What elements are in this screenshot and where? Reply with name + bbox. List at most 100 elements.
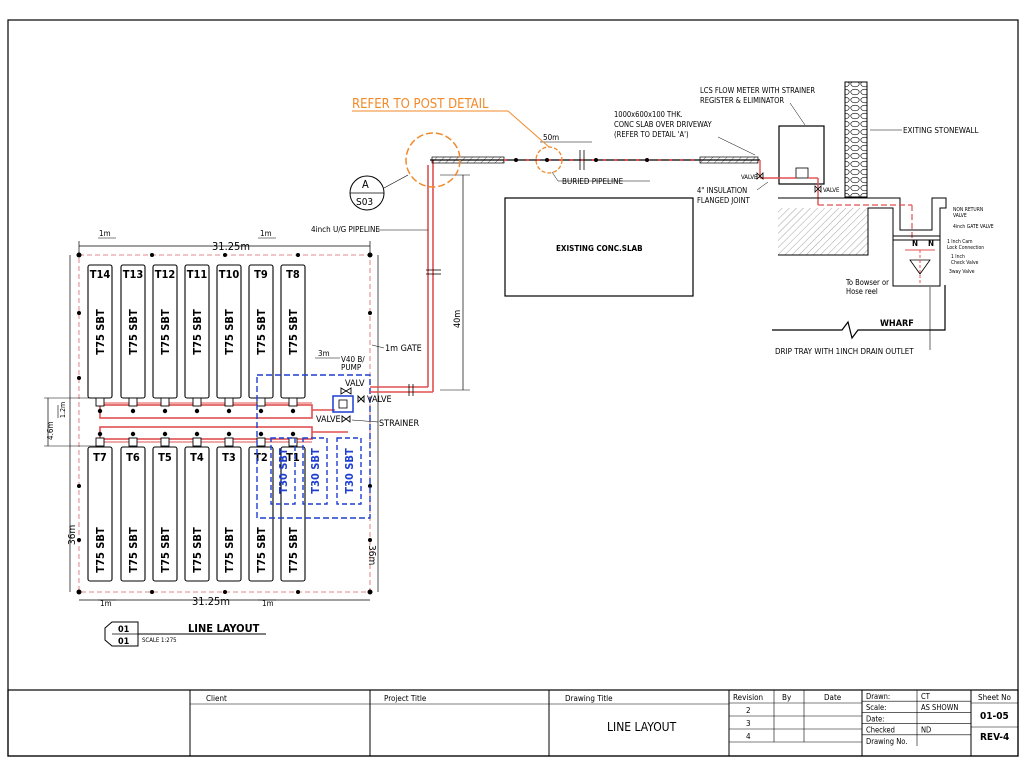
tank-label: T12 (155, 268, 176, 281)
wharf-line (772, 285, 946, 340)
dim-1m-top-right: 1m (260, 229, 272, 238)
t30-tank-1: T30 SBT (270, 437, 296, 505)
revision-number: REV-4 (980, 732, 1009, 743)
tank-type: T75 SBT (159, 309, 172, 355)
dim-1-2m: 1.2m (59, 402, 67, 418)
revision-table: Revision By Date 2 3 4 (729, 690, 862, 743)
dim-left-36m: 36m (67, 525, 78, 545)
tank-label: T7 (93, 451, 107, 464)
bowser-label-1: To Bowser or (845, 278, 889, 287)
wharf-note-4: 1 Inch Cam (947, 239, 973, 245)
tank-type: T75 SBT (287, 309, 300, 355)
tank-label: T9 (254, 268, 268, 281)
by-header: By (782, 693, 792, 702)
t30-label: T30 SBT (343, 448, 356, 494)
tank-type: T75 SBT (191, 309, 204, 355)
tank-type: T75 SBT (287, 527, 300, 573)
label-3m: 3m (318, 349, 330, 358)
wharf-note-2: VALVE (953, 213, 967, 219)
wharf-note-1: NON RETURN (953, 207, 983, 213)
client-label: Client (206, 694, 227, 703)
pipeline: 40m 50m REFER TO POST DETAIL A S03 4inch… (311, 97, 760, 396)
dim-1m-bottom-left: 1m (100, 599, 112, 608)
tank-label: T10 (219, 268, 240, 281)
tank-type: T75 SBT (255, 527, 268, 573)
t30-tank-3: T30 SBT (336, 437, 362, 505)
info-value: AS SHOWN (921, 703, 958, 712)
view-number-bottom: 01 (118, 637, 130, 647)
tank-label: T6 (126, 451, 140, 464)
drip-tray-box (892, 235, 941, 287)
view-number-top: 01 (118, 625, 130, 635)
project-title-label: Project Title (384, 694, 427, 703)
info-value: CT (921, 692, 931, 701)
dim-4-6m: 4.6m (46, 422, 55, 440)
bowser-label-2: Hose reel (846, 287, 878, 296)
dim-50m: 50m (543, 133, 559, 142)
detail-marker-letter: A (362, 178, 369, 191)
tank-type: T75 SBT (94, 527, 107, 573)
valve-symbol-pump (340, 387, 352, 395)
info-key: Drawn: (866, 692, 890, 701)
dim-40m: 40m (453, 310, 463, 328)
svg-text:N: N (928, 239, 934, 248)
view-title-block: 01 01 LINE LAYOUT SCALE 1:275 (104, 621, 266, 647)
drawing-title: LINE LAYOUT (607, 720, 677, 734)
view-title: LINE LAYOUT (188, 622, 260, 635)
tank-label: T11 (187, 268, 208, 281)
tank-farm: 31.25m 1m 1m 31.25m 1m 1m 36m 36m 4.6m 1… (44, 229, 422, 608)
label-ug-pipeline: 4inch U/G PIPELINE (311, 225, 380, 234)
flow-valve-label-1: VALVE (741, 174, 758, 181)
flow-valve-label-2: VALVE (823, 187, 840, 194)
info-key: Checked (866, 726, 895, 735)
dim-1m-top-left: 1m (99, 229, 111, 238)
flow-meter-box (778, 125, 825, 185)
wharf-note-6: 1 Inch (951, 254, 965, 260)
wharf-note-3: 4inch GATE VALVE (953, 224, 994, 230)
wharf-note-7: Check Valve (951, 260, 979, 266)
label-valve-right: VALVE (367, 395, 392, 405)
tank-label: T14 (90, 268, 111, 281)
wharf-structure (778, 197, 947, 256)
flow-meter-label-1: LCS FLOW METER WITH STRAINER (700, 86, 815, 95)
tank-label: T1 (286, 451, 300, 464)
revision-2: 2 (746, 706, 751, 715)
flow-meter-area: VALVE VALVE LCS FLOW METER WITH STRAINER… (697, 81, 994, 356)
post-detail-circle (405, 132, 461, 188)
sheet-no: 01-05 (980, 711, 1009, 722)
t30-label: T30 SBT (309, 448, 322, 494)
label-buried-pipeline: BURIED PIPELINE (562, 177, 624, 186)
view-scale: SCALE 1:275 (142, 637, 177, 644)
tank-type: T75 SBT (94, 309, 107, 355)
info-value: ND (921, 726, 931, 735)
tank-type: T75 SBT (127, 309, 140, 355)
tank-label: T13 (123, 268, 144, 281)
slab-note-2: CONC SLAB OVER DRIVEWAY (614, 120, 712, 129)
title-block: Client Project Title Drawing Title LINE … (7, 689, 1019, 757)
revision-header: Revision (733, 693, 763, 702)
label-pump-1: V40 B/ (341, 355, 365, 364)
svg-text:N: N (912, 239, 918, 248)
t30-label: T30 SBT (277, 448, 290, 494)
insulation-label-1: 4" INSULATION (697, 186, 747, 195)
pump-box (332, 395, 354, 413)
tank-type: T75 SBT (223, 309, 236, 355)
wharf-note-5: Lock Connection (947, 245, 984, 251)
slab-note-3: (REFER TO DETAIL 'A') (614, 130, 689, 139)
date-header: Date (824, 693, 842, 702)
detail-marker-sheet: S03 (356, 197, 373, 208)
dim-right-36m: 36m (366, 545, 377, 565)
dim-top-width: 31.25m (212, 240, 250, 253)
